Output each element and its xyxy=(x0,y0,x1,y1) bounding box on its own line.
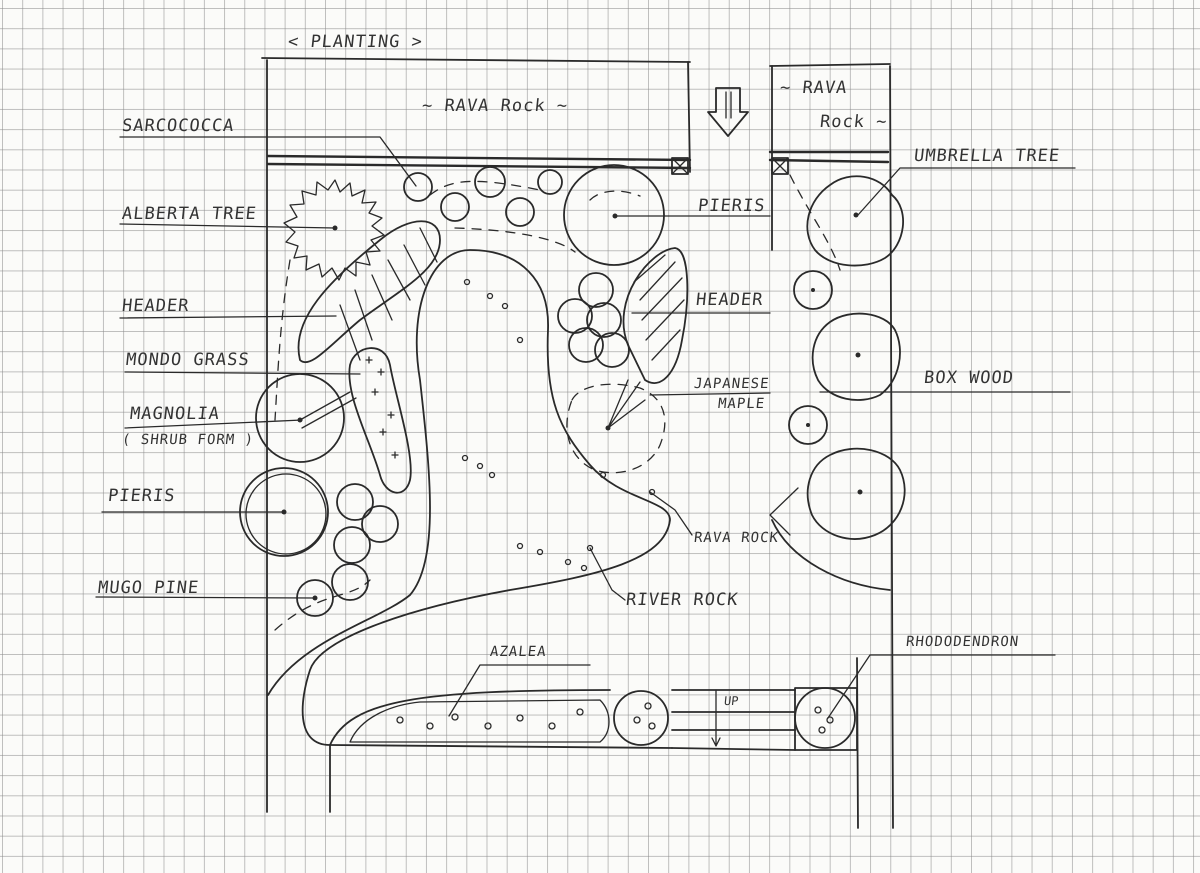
label-sarcococca: SARCOCOCCA xyxy=(120,116,236,136)
steps xyxy=(671,689,796,751)
header-left-shape xyxy=(297,220,441,363)
label-maple: MAPLE xyxy=(717,396,766,412)
label-shrub-form: ( SHRUB FORM ) xyxy=(121,432,255,448)
mondo-grass-bed xyxy=(348,347,412,494)
river-rock-path xyxy=(267,227,671,746)
alberta-tree xyxy=(283,179,385,281)
shrub-cluster-center xyxy=(557,272,630,368)
label-rava-rock-right-line2: Rock ~ xyxy=(818,112,889,132)
label-header-right: HEADER xyxy=(694,290,765,310)
label-rava-rock-right-line1: ~ RAVA xyxy=(778,78,849,98)
label-steps-up: UP xyxy=(723,694,740,708)
mugo-pine-cluster xyxy=(296,483,399,617)
label-rava-rock-mid: RAVA ROCK xyxy=(693,530,780,546)
label-alberta-tree: ALBERTA TREE xyxy=(120,204,258,224)
label-magnolia: MAGNOLIA xyxy=(128,404,221,424)
umbrella-tree xyxy=(806,175,904,267)
label-japanese: JAPANESE xyxy=(693,376,771,392)
entry-arrow-icon xyxy=(707,87,749,137)
label-river-rock: RIVER ROCK xyxy=(624,590,740,610)
label-rava-rock-top: ~ RAVA Rock ~ xyxy=(420,96,570,116)
river-stones xyxy=(461,278,656,572)
label-umbrella-tree: UMBRELLA TREE xyxy=(912,146,1062,166)
label-rhododendron: RHODODENDRON xyxy=(905,634,1020,650)
label-mugo-pine: MUGO PINE xyxy=(96,578,201,598)
magnolia xyxy=(255,373,357,463)
label-pieris-left: PIERIS xyxy=(106,486,177,506)
rhododendron xyxy=(794,687,858,751)
sarcococca-shrubs xyxy=(403,166,563,227)
header-edging xyxy=(266,150,890,175)
header-right-shape xyxy=(622,247,689,384)
label-pieris-right: PIERIS xyxy=(696,196,767,216)
japanese-maple xyxy=(566,379,666,474)
label-leaders xyxy=(95,136,1076,719)
pieris-right xyxy=(563,164,665,266)
label-azalea: AZALEA xyxy=(489,644,548,660)
azalea-bed xyxy=(329,689,673,749)
label-header-left: HEADER xyxy=(120,296,191,316)
right-bed-curve xyxy=(771,174,891,591)
label-mondo-grass: MONDO GRASS xyxy=(124,350,251,370)
label-box-wood: BOX WOOD xyxy=(922,368,1015,388)
title-planting: < PLANTING > xyxy=(286,32,424,52)
boxwood-shrubs xyxy=(788,270,906,540)
